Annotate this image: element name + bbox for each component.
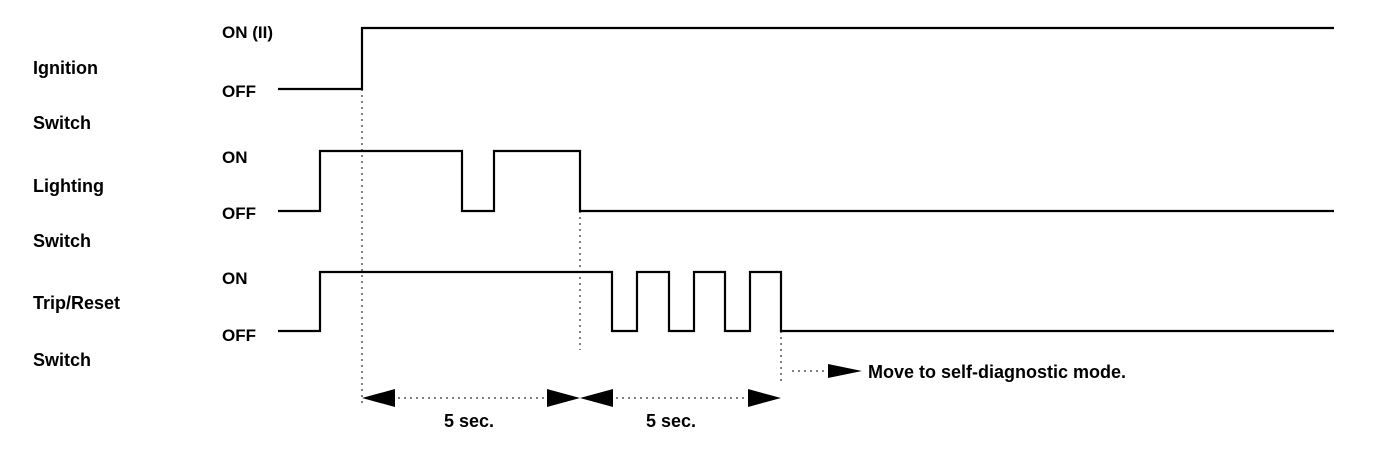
trip-on-level: ON <box>222 269 248 288</box>
interval1-arrow-right <box>547 389 580 407</box>
trip-off-level: OFF <box>222 326 256 345</box>
ignition-label-line1: Ignition <box>33 58 98 78</box>
interval2-arrow-right <box>748 389 781 407</box>
trip-reset-label-line1: Trip/Reset <box>33 293 120 313</box>
lighting-label-line2: Switch <box>33 231 91 251</box>
result-text: Move to self-diagnostic mode. <box>868 362 1126 382</box>
interval2-label: 5 sec. <box>646 411 696 431</box>
ignition-waveform <box>278 26 1334 91</box>
trip-reset-label-line2: Switch <box>33 350 91 370</box>
result-arrow-icon <box>828 364 862 378</box>
trip-reset-waveform <box>278 270 1334 333</box>
ignition-label-line2: Switch <box>33 113 91 133</box>
interval2-arrow-left <box>580 389 613 407</box>
interval1-label: 5 sec. <box>444 411 494 431</box>
lighting-on-level: ON <box>222 148 248 167</box>
lighting-waveform <box>278 149 1334 213</box>
interval1-arrow-left <box>362 389 395 407</box>
ignition-on-level: ON (II) <box>222 23 273 42</box>
lighting-off-level: OFF <box>222 204 256 223</box>
lighting-label-line1: Lighting <box>33 176 104 196</box>
ignition-off-level: OFF <box>222 82 256 101</box>
